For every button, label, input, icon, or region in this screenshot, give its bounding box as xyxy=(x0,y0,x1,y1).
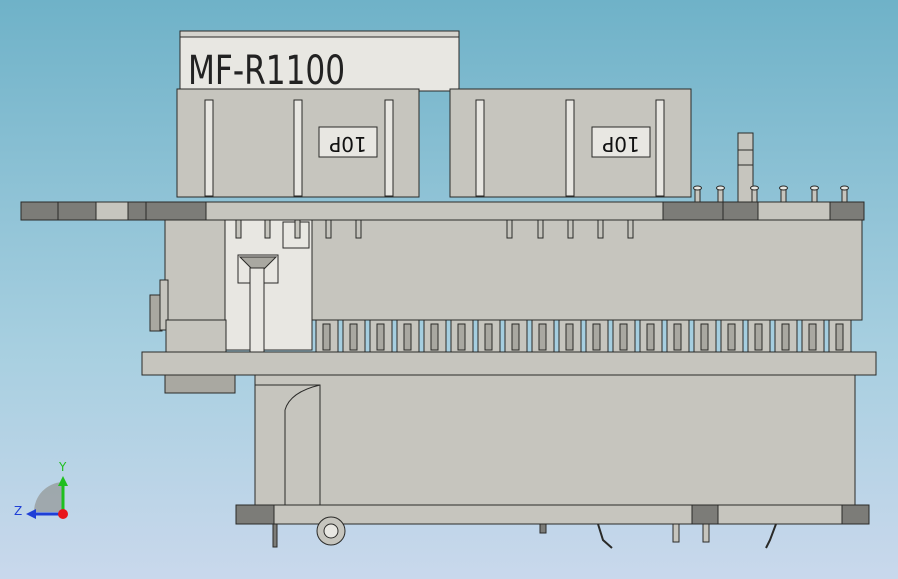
tall-pin xyxy=(737,132,754,204)
comb-tooth xyxy=(774,319,798,353)
main-body-lower xyxy=(164,374,856,506)
label-block: MF-R1100 xyxy=(179,30,460,94)
comb-tooth xyxy=(423,319,447,353)
comb-tooth xyxy=(639,319,663,353)
top-pin xyxy=(779,185,788,203)
comb-tooth xyxy=(558,319,582,353)
comb-tooth xyxy=(504,319,528,353)
comb-tooth xyxy=(801,319,825,353)
comb-tooth xyxy=(720,319,744,353)
top-pin xyxy=(810,185,819,203)
hanging-pin xyxy=(264,219,271,239)
hanging-pins xyxy=(235,219,634,239)
hanging-pin xyxy=(325,219,332,239)
comb-tooth xyxy=(396,319,420,353)
hanging-pin xyxy=(537,219,544,239)
comb-tooth xyxy=(585,319,609,353)
top-pin xyxy=(716,185,725,203)
y-axis-label: Y xyxy=(58,460,67,474)
top-pin xyxy=(750,185,759,203)
bottom-plate xyxy=(235,504,870,525)
orientation-triad: Y Z xyxy=(14,460,68,519)
top-pin xyxy=(693,185,702,203)
hanging-pin xyxy=(355,219,362,239)
top-pin xyxy=(840,185,849,203)
z-axis-label: Z xyxy=(14,504,22,518)
comb-tooth xyxy=(369,319,393,353)
comb-tooth xyxy=(693,319,717,353)
top-plate xyxy=(20,201,865,221)
comb-tooth xyxy=(477,319,501,353)
comb-tooth xyxy=(828,319,852,353)
bottom-feet xyxy=(272,516,777,549)
hanging-pin xyxy=(567,219,574,239)
model-label: MF-R1100 xyxy=(188,48,345,94)
comb-upper xyxy=(315,319,852,353)
connector-right: 10P xyxy=(449,88,692,198)
comb-tooth xyxy=(531,319,555,353)
hanging-pin xyxy=(627,219,634,239)
main-body-upper xyxy=(149,219,863,354)
comb-tooth xyxy=(315,319,339,353)
comb-tooth xyxy=(450,319,474,353)
hanging-pin xyxy=(235,219,242,239)
comb-tooth xyxy=(666,319,690,353)
comb-tooth xyxy=(612,319,636,353)
hanging-pin xyxy=(294,219,301,239)
hanging-pin xyxy=(597,219,604,239)
connector-left-label: 10P xyxy=(329,132,367,156)
comb-tooth xyxy=(747,319,771,353)
connector-right-label: 10P xyxy=(602,132,640,156)
top-pins xyxy=(693,185,849,203)
connector-left: 10P xyxy=(176,88,420,198)
hanging-pin xyxy=(506,219,513,239)
comb-tooth xyxy=(342,319,366,353)
